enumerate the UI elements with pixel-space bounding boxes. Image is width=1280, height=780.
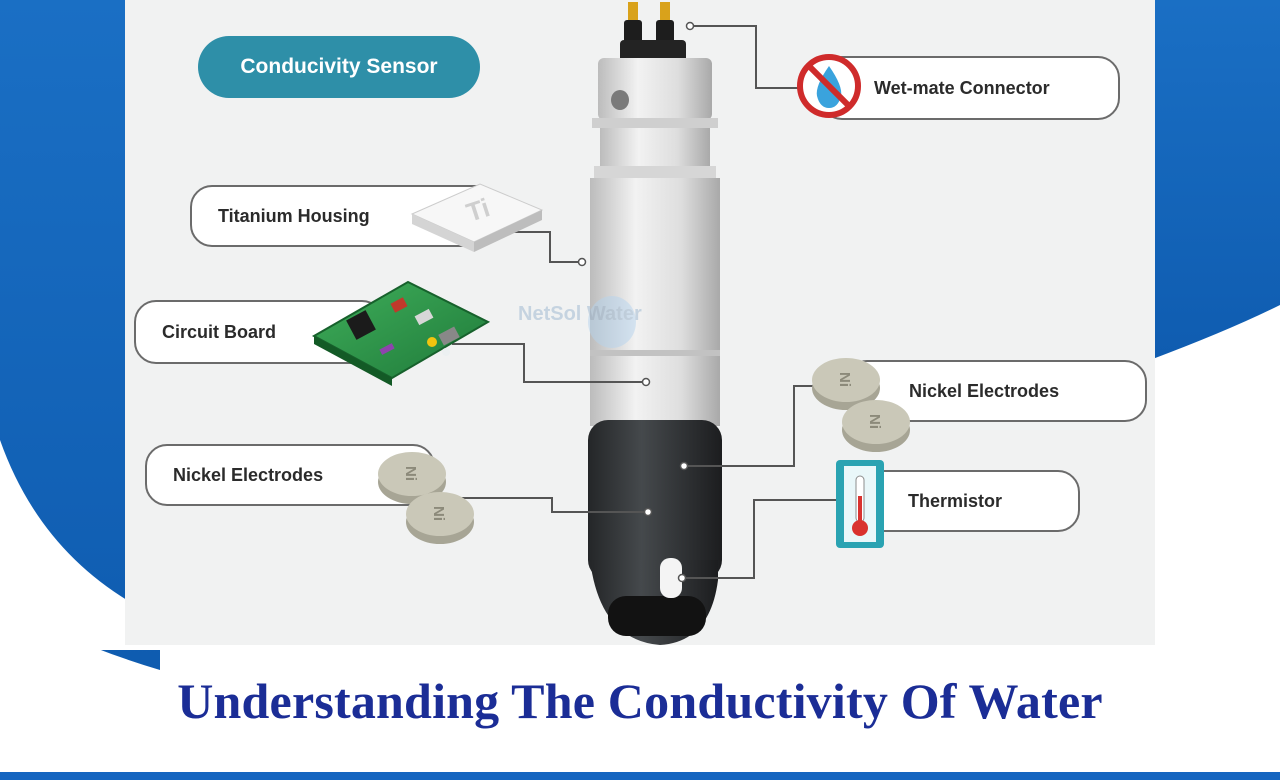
leader-dot-thermistor bbox=[677, 573, 687, 583]
sensor-header-label: Conducivity Sensor bbox=[240, 55, 438, 78]
callout-wetmate-label: Wet-mate Connector bbox=[874, 77, 1050, 98]
background-bottom-arc bbox=[0, 440, 260, 650]
nickel-symbol-right-bottom: Ni bbox=[866, 414, 883, 429]
no-water-icon bbox=[797, 54, 861, 118]
nickel-electrodes-left-icon: Ni Ni bbox=[378, 452, 474, 544]
callout-nickel-left-label: Nickel Electrodes bbox=[173, 464, 324, 485]
page-title: Understanding The Conductivity Of Water bbox=[177, 673, 1103, 729]
circuit-board-icon bbox=[311, 280, 491, 386]
leader-titanium bbox=[500, 231, 582, 263]
netsol-watermark: NetSol Water bbox=[518, 296, 642, 348]
nickel-symbol-right-top: Ni bbox=[836, 372, 853, 387]
leader-thermistor bbox=[682, 499, 862, 579]
leader-nickel-left bbox=[436, 497, 648, 513]
leader-dot-titanium bbox=[577, 257, 587, 267]
leader-dot-wetmate bbox=[685, 21, 695, 31]
sensor-header-pill: Conducivity Sensor bbox=[198, 36, 480, 98]
callout-wetmate-connector: Wet-mate Connector bbox=[820, 56, 1120, 120]
leader-wetmate bbox=[690, 25, 822, 89]
background-right-wave bbox=[1130, 0, 1280, 360]
callout-thermistor: Thermistor bbox=[862, 470, 1080, 532]
callout-titanium-label: Titanium Housing bbox=[218, 205, 370, 226]
nickel-symbol-left-top: Ni bbox=[402, 466, 419, 481]
wetmate-connector-pins bbox=[620, 2, 686, 62]
leader-dot-circuit bbox=[641, 377, 651, 387]
callout-thermistor-label: Thermistor bbox=[908, 490, 1003, 511]
watermark-text: NetSol Water bbox=[518, 303, 642, 325]
nickel-symbol-left-bottom: Ni bbox=[430, 506, 447, 521]
leader-circuit bbox=[452, 343, 646, 383]
titanium-block-icon: Ti bbox=[410, 183, 544, 252]
sensor-body bbox=[588, 58, 722, 645]
nickel-electrodes-right-icon: Ni Ni bbox=[812, 358, 910, 452]
thermometer-icon bbox=[836, 460, 884, 548]
leader-dot-nickel-left bbox=[643, 507, 653, 517]
background-left-wave bbox=[0, 0, 160, 670]
callout-circuit-label: Circuit Board bbox=[162, 321, 277, 342]
bottom-border bbox=[0, 772, 1280, 780]
callout-nickel-right-label: Nickel Electrodes bbox=[909, 380, 1060, 401]
leader-dot-nickel-right bbox=[679, 461, 689, 471]
